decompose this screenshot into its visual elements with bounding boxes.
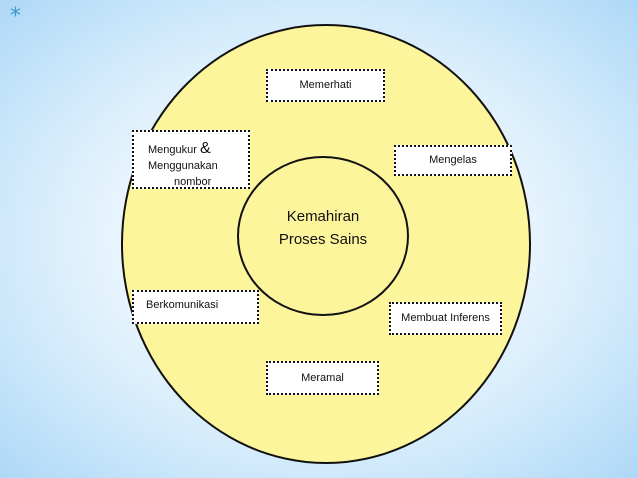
center-label-line1: Kemahiran bbox=[286, 208, 360, 225]
skill-box-meramal: Meramal bbox=[266, 361, 379, 395]
skill-box-memerhati: Memerhati bbox=[266, 69, 385, 102]
center-label: Kemahiran Proses Sains bbox=[237, 205, 409, 251]
skill-mengukur-ampersand: & bbox=[199, 140, 211, 157]
skill-box-mengukur: Mengukur & Menggunakan nombor bbox=[132, 130, 250, 189]
skill-box-mengelas: Mengelas bbox=[394, 145, 512, 176]
inner-circle bbox=[237, 156, 409, 316]
skill-mengukur-line1: Mengukur bbox=[148, 144, 197, 156]
skill-box-berkomunikasi: Berkomunikasi bbox=[132, 290, 259, 324]
asterisk-decoration-icon: * bbox=[10, 4, 21, 29]
skill-mengukur-line2: Menggunakan bbox=[148, 160, 218, 172]
skill-mengukur-line3: nombor bbox=[174, 176, 212, 188]
skill-box-membuat-inferens: Membuat Inferens bbox=[389, 302, 502, 335]
center-label-line2: Proses Sains bbox=[278, 231, 368, 248]
